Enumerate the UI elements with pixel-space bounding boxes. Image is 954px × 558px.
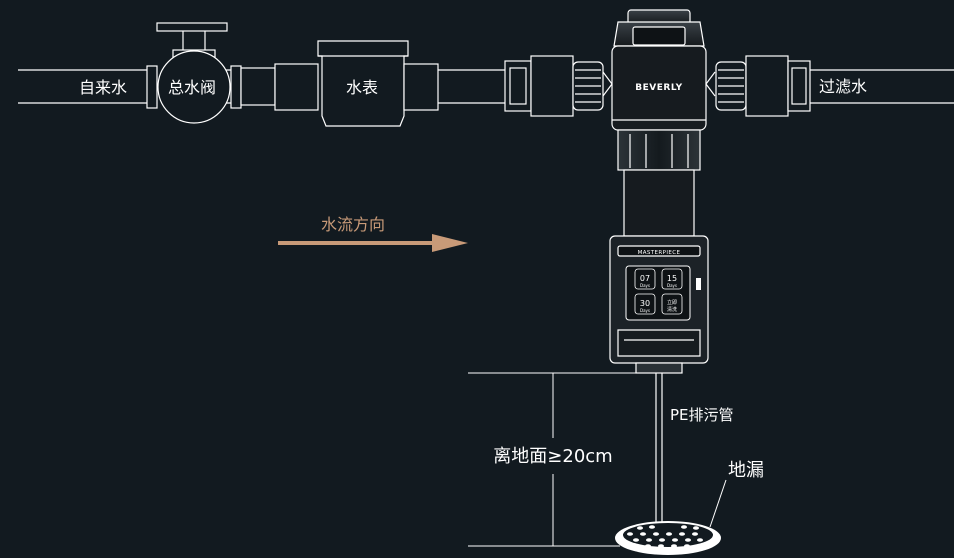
btn2-value: 15 [667,274,677,283]
coupling-left [240,63,319,111]
btn4-unit: 清洗 [667,306,677,313]
button-07-days [634,268,656,290]
btn1-unit: Days [640,283,650,288]
flow-arrow [278,234,468,252]
prefilter-head [602,9,716,131]
module-buttons [634,268,683,315]
right-fittings [715,55,811,117]
button-15-days [661,268,683,290]
drain-pipe [655,373,663,525]
drain-pipe-label: PE排污管 [670,406,734,424]
main-valve-label: 总水阀 [168,78,216,97]
floor-drain [615,521,721,555]
module-button-text: 07 Days 15 Days 30 Days 立即 清洗 [640,274,677,313]
floor-drain-label: 地漏 [728,460,764,481]
tap-water-label: 自来水 [79,78,127,97]
module-brand-label: MASTERPIECE [638,250,681,256]
water-meter-label: 水表 [346,78,378,97]
filtered-water-label: 过滤水 [819,77,867,96]
water-meter [317,40,439,127]
flow-direction-label: 水流方向 [321,215,385,234]
left-fittings [504,55,604,117]
button-30-days [634,293,656,315]
height-requirement-label: 离地面≥20cm [493,446,612,467]
btn4-value: 立即 [667,299,677,306]
brand-label: BEVERLY [635,83,682,93]
btn3-value: 30 [640,299,650,308]
btn3-unit: Days [640,308,650,313]
prefilter-bowl [617,129,701,237]
button-clean-now [661,293,683,315]
floor-drain-leader [709,479,727,528]
btn2-unit: Days [667,283,677,288]
control-module [609,235,709,374]
btn1-value: 07 [640,274,650,283]
main-valve [146,22,242,124]
height-dimension [468,372,636,547]
